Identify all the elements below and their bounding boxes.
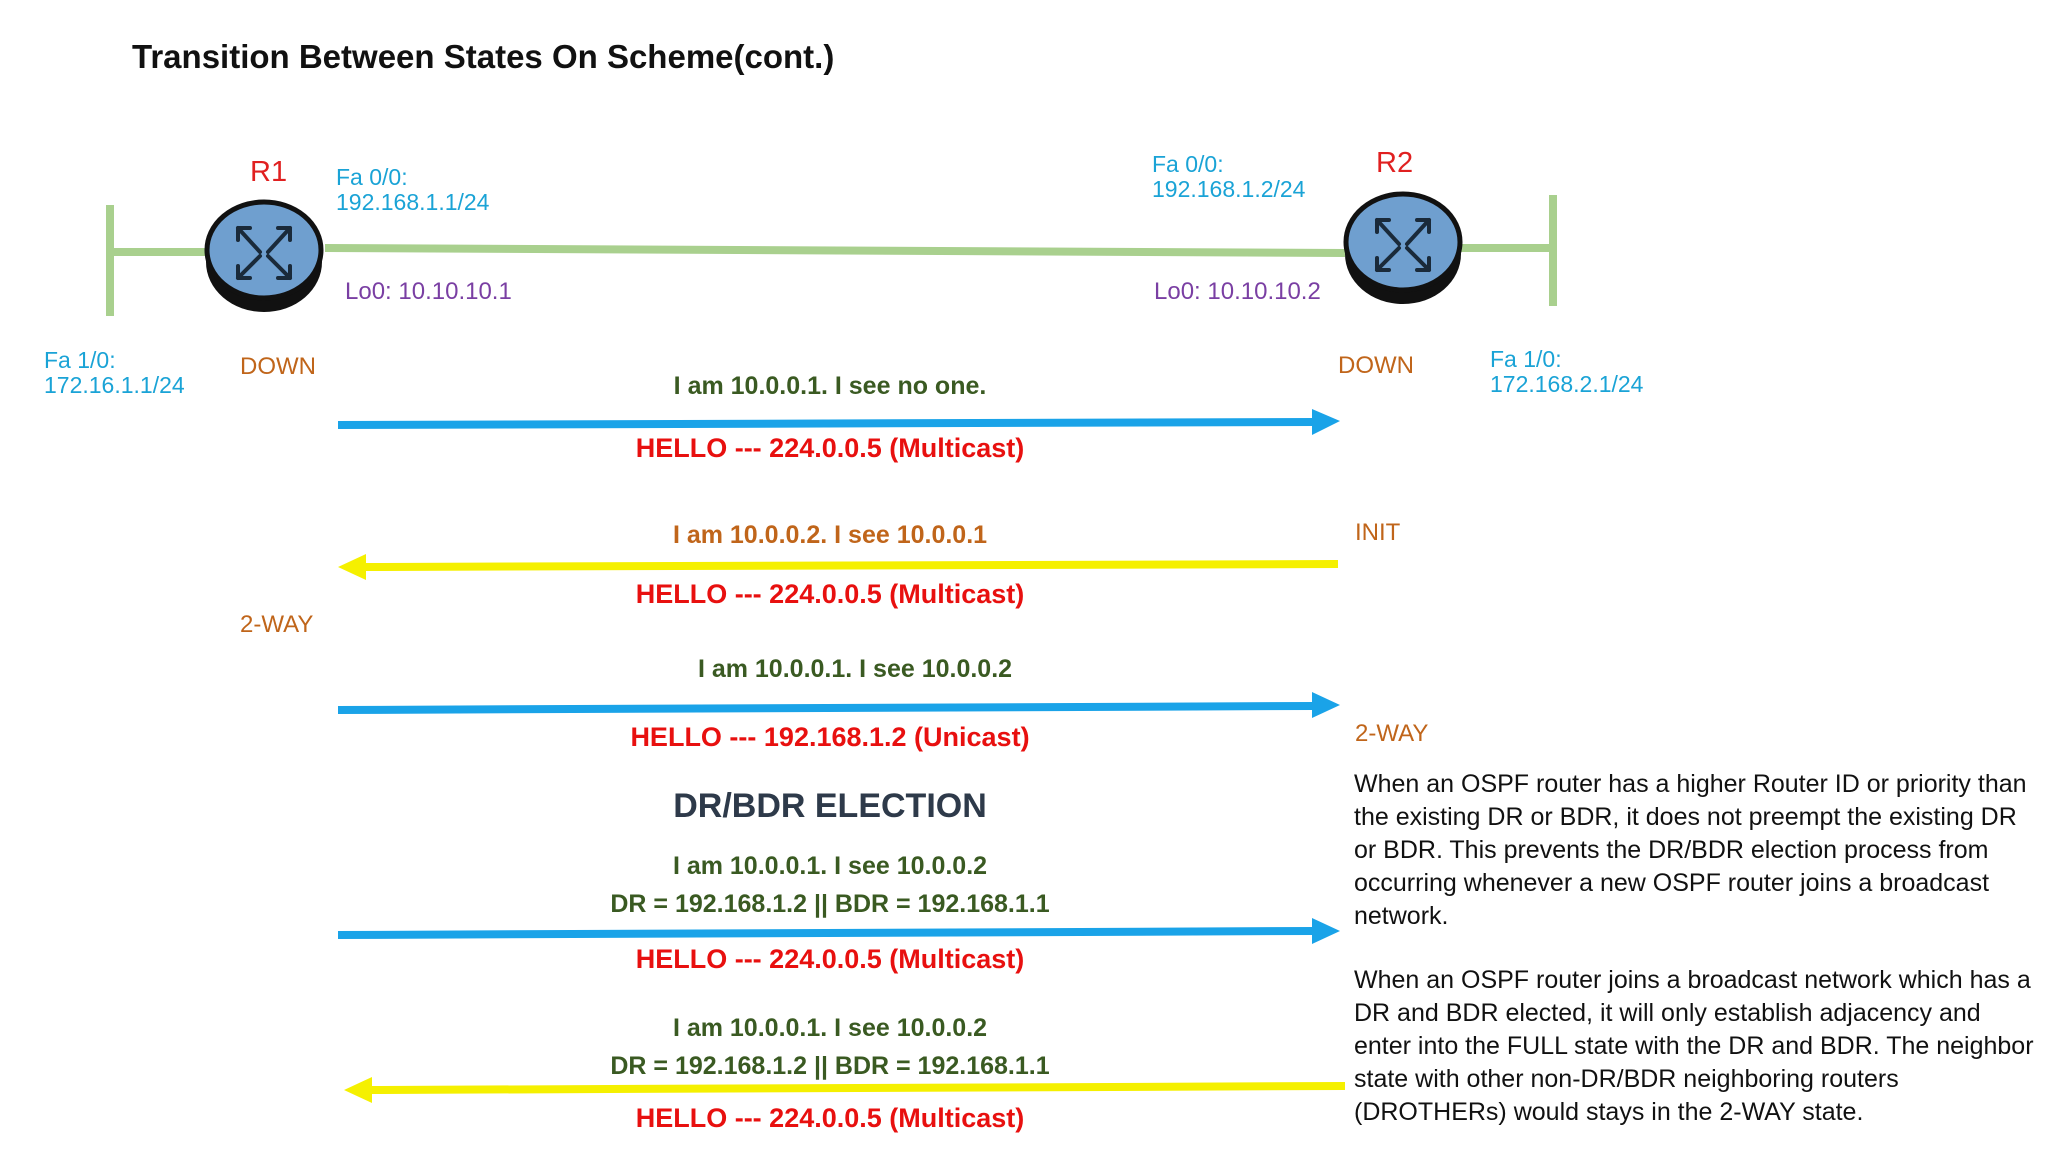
- hello-arrow-3: [337, 692, 1340, 718]
- r1-loopback-label: Lo0: 10.10.10.1: [345, 278, 512, 305]
- hello-arrow-4: [337, 918, 1340, 944]
- message-2-text: I am 10.0.0.2. I see 10.0.0.1: [672, 521, 988, 549]
- r2-fa10-label: Fa 1/0: 172.168.2.1/24: [1490, 347, 1643, 397]
- message-1-hello: HELLO --- 224.0.0.5 (Multicast): [635, 433, 1025, 463]
- r2-fa10-name: Fa 1/0:: [1490, 346, 1562, 372]
- note-drother-2way: When an OSPF router joins a broadcast ne…: [1354, 966, 2034, 1126]
- r2-state-init: INIT: [1355, 519, 1401, 546]
- r1-fa10-address: 172.16.1.1/24: [44, 372, 185, 398]
- message-1-text: I am 10.0.0.1. I see no one.: [673, 372, 987, 400]
- hello-arrow-5: [344, 1077, 1346, 1103]
- router-r2-name: R2: [1376, 147, 1414, 179]
- r1-state-2way: 2-WAY: [240, 611, 314, 638]
- r1-r2-link: [324, 244, 1346, 257]
- r2-fa10-address: 172.168.2.1/24: [1490, 371, 1644, 397]
- router-r1-icon: [204, 199, 324, 312]
- message-4-line-2: DR = 192.168.1.2 || BDR = 192.168.1.1: [610, 890, 1050, 918]
- message-3-text: I am 10.0.0.1. I see 10.0.0.2: [697, 655, 1013, 683]
- message-3-hello: HELLO --- 192.168.1.2 (Unicast): [630, 722, 1030, 752]
- r2-state-2way: 2-WAY: [1355, 720, 1429, 747]
- r2-fa00-name: Fa 0/0:: [1152, 151, 1224, 177]
- message-5-line-2: DR = 192.168.1.2 || BDR = 192.168.1.1: [610, 1052, 1050, 1080]
- r1-fa00-name: Fa 0/0:: [336, 164, 408, 190]
- r1-fa00-address: 192.168.1.1/24: [336, 189, 490, 215]
- r2-fa00-address: 192.168.1.2/24: [1152, 176, 1306, 202]
- hello-arrow-2: [338, 554, 1339, 580]
- page-title: Transition Between States On Scheme(cont…: [132, 38, 835, 75]
- message-4-hello: HELLO --- 224.0.0.5 (Multicast): [635, 944, 1025, 974]
- message-2-hello: HELLO --- 224.0.0.5 (Multicast): [635, 579, 1025, 609]
- message-5-hello: HELLO --- 224.0.0.5 (Multicast): [635, 1103, 1025, 1133]
- message-4-line-1: I am 10.0.0.1. I see 10.0.0.2: [672, 852, 988, 880]
- message-5-line-1: I am 10.0.0.1. I see 10.0.0.2: [672, 1014, 988, 1042]
- r1-fa10-name: Fa 1/0:: [44, 347, 116, 373]
- r2-loopback-label: Lo0: 10.10.10.2: [1154, 278, 1321, 305]
- r2-state-down: DOWN: [1338, 352, 1414, 379]
- router-r1-name: R1: [250, 156, 288, 188]
- hello-arrow-1: [337, 409, 1340, 435]
- note-no-preempt: When an OSPF router has a higher Router …: [1354, 770, 2027, 930]
- r1-fa10-label: Fa 1/0: 172.16.1.1/24: [44, 348, 185, 398]
- router-r2-icon: [1343, 191, 1463, 304]
- r1-state-down: DOWN: [240, 353, 316, 380]
- r2-fa00-label: Fa 0/0: 192.168.1.2/24: [1152, 152, 1305, 202]
- election-label: DR/BDR ELECTION: [673, 787, 987, 825]
- r1-fa00-label: Fa 0/0: 192.168.1.1/24: [336, 165, 489, 215]
